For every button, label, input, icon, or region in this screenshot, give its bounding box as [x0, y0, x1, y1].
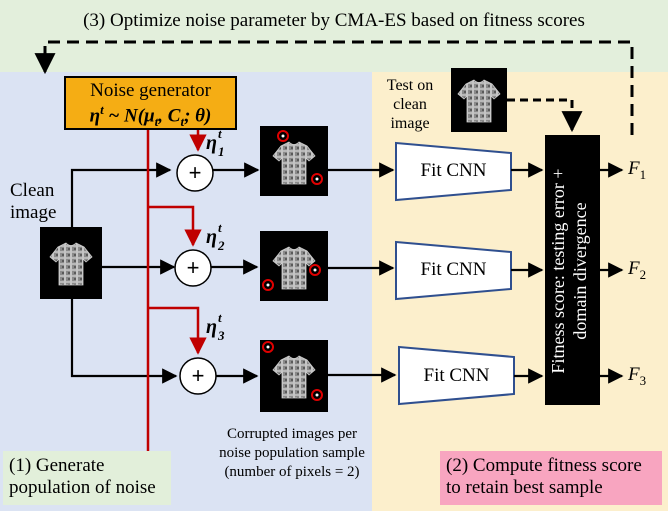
- output-f1: F1: [628, 158, 647, 182]
- plus-label-1: +: [188, 160, 202, 185]
- fit-cnn-3: [398, 345, 515, 406]
- fit-cnn-1: [395, 141, 512, 202]
- noise-generator-box: Noise generator ηt ~ N(μt, Ct; θ): [64, 76, 237, 130]
- top-band: [0, 0, 668, 72]
- noise-generator-title: Noise generator: [90, 80, 211, 101]
- fit-cnn-label-3: Fit CNN: [423, 365, 490, 386]
- step1-note: (1) Generate population of noise: [3, 451, 171, 505]
- step2-note: (2) Compute fitness score to retain best…: [440, 451, 662, 505]
- fitness-score-label: Fitness score: testing error + domain di…: [548, 168, 590, 374]
- fit-cnn-label-2: Fit CNN: [420, 259, 487, 280]
- clean-image: [40, 227, 102, 299]
- fit-cnn-2: [395, 240, 512, 301]
- clean-image-label: Clean image: [10, 180, 57, 223]
- step3-title: (3) Optimize noise parameter by CMA-ES b…: [83, 10, 585, 31]
- corrupted-image-2: [260, 231, 328, 301]
- output-f2: F2: [628, 258, 647, 282]
- fitness-score-box: [545, 135, 600, 405]
- red-circle-marker: [262, 341, 274, 353]
- red-circle-marker: [309, 264, 321, 276]
- plus-label-3: +: [191, 363, 205, 388]
- test-clean-label: Test on clean image: [386, 77, 434, 132]
- plus-label-2: +: [186, 255, 200, 280]
- noise-generator-formula: ηt ~ N(μt, Ct; θ): [89, 102, 212, 130]
- fit-cnn-label-1: Fit CNN: [420, 160, 487, 181]
- plus-node-1: [176, 154, 214, 192]
- cma-es-feedback-arrow: [34, 40, 634, 135]
- red-circle-marker: [311, 389, 323, 401]
- red-circle-marker: [277, 130, 289, 142]
- corrupted-image-1: [260, 126, 328, 196]
- output-f3: F3: [628, 364, 647, 388]
- corrupted-caption: Corrupted images per noise population sa…: [219, 426, 365, 480]
- red-circle-marker: [262, 279, 274, 291]
- corrupted-image-3: [260, 340, 328, 412]
- test-clean-image: [451, 68, 507, 132]
- red-circle-marker: [311, 173, 323, 185]
